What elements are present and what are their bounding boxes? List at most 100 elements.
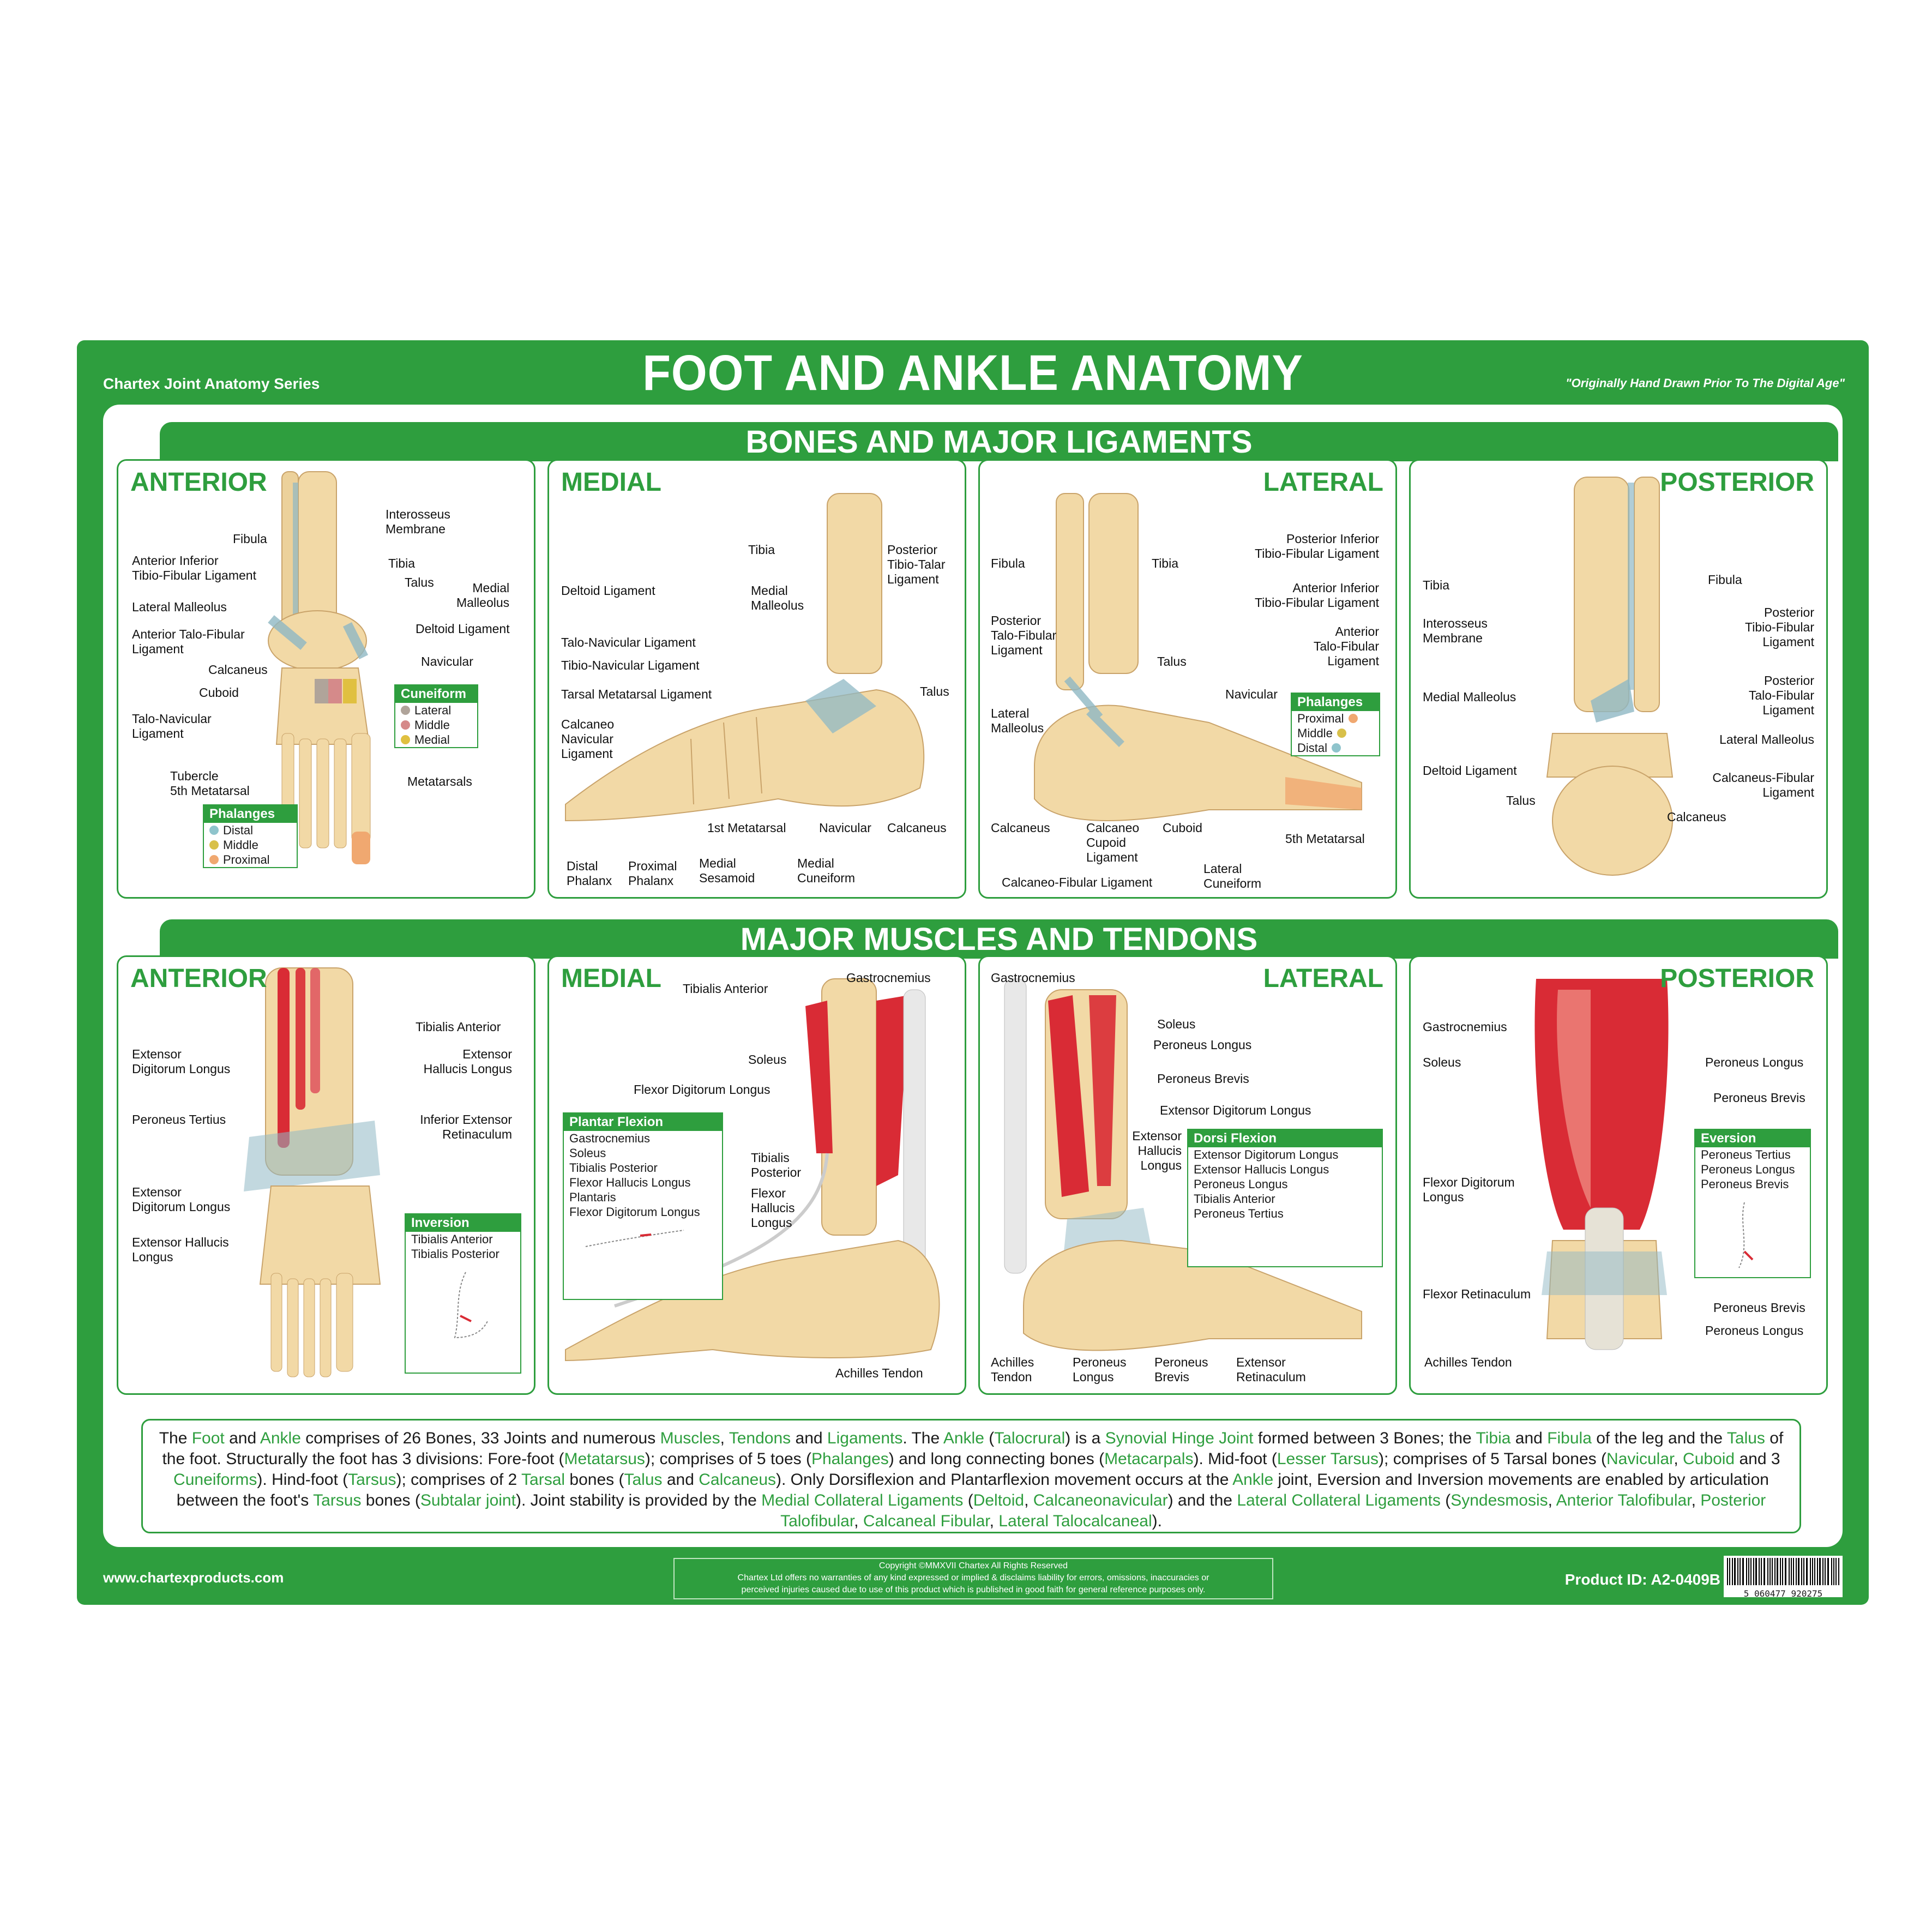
legend-item: Middle — [223, 838, 258, 852]
label: Calcaneus — [887, 821, 947, 835]
label: Posterior Talo-Fibular Ligament — [991, 613, 1057, 657]
description-run: ). Mid-foot ( — [1193, 1450, 1277, 1468]
barcode-bar — [1767, 1558, 1768, 1585]
highlight-term: Calcaneus — [699, 1471, 777, 1489]
label: Fibula — [1708, 573, 1742, 587]
description-run: ). — [1152, 1512, 1162, 1530]
website-link[interactable]: www.chartexproducts.com — [103, 1569, 284, 1586]
view-title-posterior: POSTERIOR — [1660, 468, 1814, 497]
highlight-term: Talus — [1726, 1429, 1765, 1447]
barcode-number: 5 060477 920275 — [1743, 1588, 1823, 1599]
bones-anterior-illustration — [268, 471, 371, 864]
legend-item: Tibialis Anterior — [411, 1232, 493, 1246]
description-run: ). Only Dorsiflexion and Plantarflexion … — [776, 1471, 1233, 1489]
label: Achilles Tendon — [991, 1355, 1034, 1384]
highlight-term: Metatarsus — [564, 1450, 645, 1468]
description-run: , — [854, 1512, 863, 1530]
label: 5th Metatarsal — [1285, 832, 1365, 846]
description-run: ( — [963, 1491, 973, 1509]
barcode-bar — [1729, 1558, 1730, 1585]
view-title-anterior: ANTERIOR — [130, 964, 267, 993]
label: Navicular — [421, 654, 473, 669]
highlight-term: Synovial Hinge Joint — [1105, 1429, 1254, 1447]
label: Lateral Malleolus — [1719, 732, 1814, 747]
barcode-bar — [1825, 1558, 1826, 1585]
highlight-term: Phalanges — [811, 1450, 889, 1468]
legend-title: Inversion — [406, 1214, 520, 1232]
barcode: 5 060477 920275 — [1724, 1556, 1843, 1599]
view-title-posterior: POSTERIOR — [1660, 964, 1814, 993]
legend-title: Phalanges — [1292, 694, 1379, 711]
barcode-bar — [1810, 1558, 1811, 1585]
highlight-term: Deltoid — [973, 1491, 1025, 1509]
barcode-bar — [1819, 1558, 1821, 1585]
content-area: BONES AND MAJOR LIGAMENTS MAJOR MUSCLES … — [103, 405, 1843, 1547]
label: Medial Cuneiform — [797, 856, 856, 885]
series-label: Chartex Joint Anatomy Series — [103, 375, 320, 392]
description-text: The Foot and Ankle comprises of 26 Bones… — [159, 1429, 1784, 1530]
label: Tibialis Anterior — [683, 982, 768, 996]
label: Anterior Talo-Fibular Ligament — [1313, 624, 1379, 668]
muscles-anterior-illustration — [244, 967, 381, 1377]
description-run: and — [224, 1429, 260, 1447]
section-title-bones: BONES AND MAJOR LIGAMENTS — [160, 422, 1838, 461]
label: Gastrocnemius — [846, 971, 931, 985]
copyright-notice: Copyright ©MMXVII Chartex All Rights Res… — [673, 1558, 1273, 1599]
barcode-bar — [1761, 1558, 1762, 1585]
description-run: bones ( — [565, 1471, 624, 1489]
legend-item: Flexor Hallucis Longus — [569, 1176, 691, 1189]
highlight-term: Ankle — [260, 1429, 301, 1447]
description-run: and — [1510, 1429, 1548, 1447]
barcode-bar — [1801, 1558, 1802, 1585]
bones-posterior-illustration — [1546, 477, 1674, 876]
label: Extensor Retinaculum — [1236, 1355, 1306, 1384]
barcode-bar — [1833, 1558, 1834, 1585]
legend-item: Plantaris — [569, 1190, 616, 1204]
label: Posterior Tibio-Talar Ligament — [887, 543, 946, 586]
label: Achilles Tendon — [1424, 1355, 1512, 1369]
label: Flexor Digitorum Longus — [1423, 1175, 1515, 1204]
label: Distal Phalanx — [567, 859, 612, 888]
highlight-term: Calcaneonavicular — [1033, 1491, 1168, 1509]
barcode-bar — [1750, 1558, 1752, 1585]
panel-muscles-anterior: ANTERIOR Tibialis Anterior Extensor Digi… — [117, 955, 535, 1395]
label: Calcaneus-Fibular Ligament — [1712, 771, 1814, 799]
label: Medial Malleolus — [1423, 690, 1516, 704]
highlight-term: Tarsus — [348, 1471, 396, 1489]
tagline: "Originally Hand Drawn Prior To The Digi… — [1566, 376, 1845, 390]
muscles-lateral-illustration — [1004, 978, 1362, 1351]
barcode-bar — [1764, 1558, 1765, 1585]
legend-item: Proximal — [1297, 712, 1344, 725]
description-run: , — [1674, 1450, 1683, 1468]
label: Calcaneo Cupoid Ligament — [1086, 821, 1140, 864]
description-run: . The — [902, 1429, 943, 1447]
label: Tubercle 5th Metatarsal — [170, 769, 250, 798]
label: Tibia — [1152, 556, 1178, 570]
panel-muscles-medial: MEDIAL Tibialis Anterior Gastrocnemius S… — [547, 955, 966, 1395]
label: Cuboid — [1163, 821, 1202, 835]
legend-item: Distal — [1297, 741, 1328, 755]
highlight-term: Ligaments — [827, 1429, 903, 1447]
label: Tibialis Posterior — [751, 1151, 802, 1179]
description-run: bones ( — [361, 1491, 420, 1509]
legend-title: Eversion — [1695, 1130, 1810, 1147]
barcode-bar — [1798, 1558, 1799, 1585]
description-run: , — [720, 1429, 729, 1447]
label: Gastrocnemius — [1423, 1020, 1507, 1034]
highlight-term: Calcaneal Fibular — [863, 1512, 990, 1530]
barcode-bar — [1838, 1558, 1839, 1585]
label: Soleus — [1157, 1017, 1196, 1031]
label: Inferior Extensor Retinaculum — [420, 1112, 512, 1141]
label: Medial Malleolus — [751, 583, 804, 612]
highlight-term: Lateral Collateral Ligaments — [1237, 1491, 1441, 1509]
highlight-term: Navicular — [1606, 1450, 1674, 1468]
label: Medial Malleolus — [456, 581, 510, 610]
legend-item: Gastrocnemius — [569, 1131, 650, 1145]
label: Posterior Talo-Fibular Ligament — [1748, 673, 1814, 717]
barcode-bar — [1817, 1558, 1818, 1585]
label: Navicular — [1225, 687, 1278, 701]
legend-item: Lateral — [414, 703, 452, 717]
muscles-medial-illustration — [565, 978, 940, 1362]
label: Flexor Hallucis Longus — [751, 1186, 795, 1230]
muscles-posterior-illustration — [1534, 979, 1669, 1350]
